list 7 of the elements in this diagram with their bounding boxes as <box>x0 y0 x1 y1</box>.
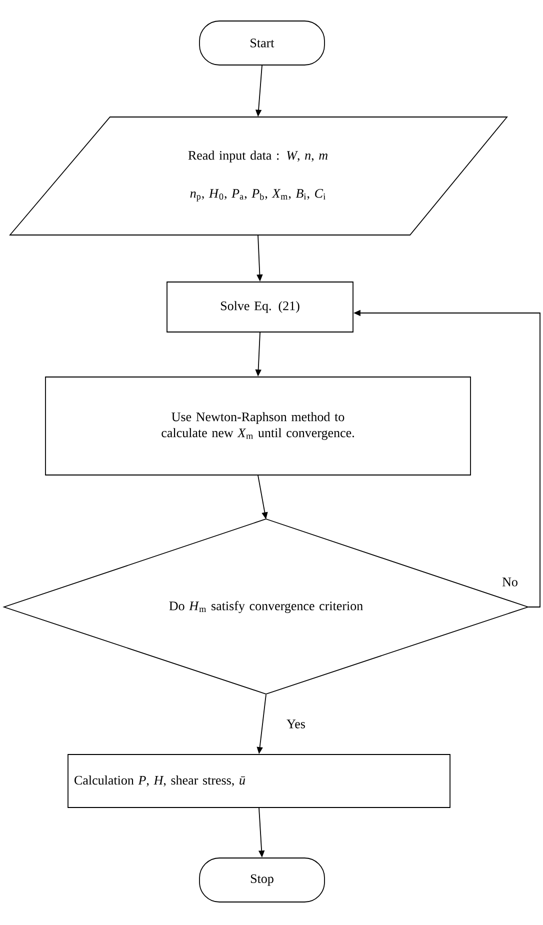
terminal-box: Start <box>199 20 325 66</box>
terminal-box: Stop <box>199 858 325 902</box>
process-box: Solve Eq. (21) <box>166 282 354 332</box>
process-box: Calculation P, H, shear stress, ū <box>68 754 450 808</box>
process-box: Use Newton-Raphson method to calculate new X$_{m}$ until convergence. <box>45 376 471 476</box>
edge-label: Yes <box>286 718 306 730</box>
edge-label: No <box>501 576 519 588</box>
